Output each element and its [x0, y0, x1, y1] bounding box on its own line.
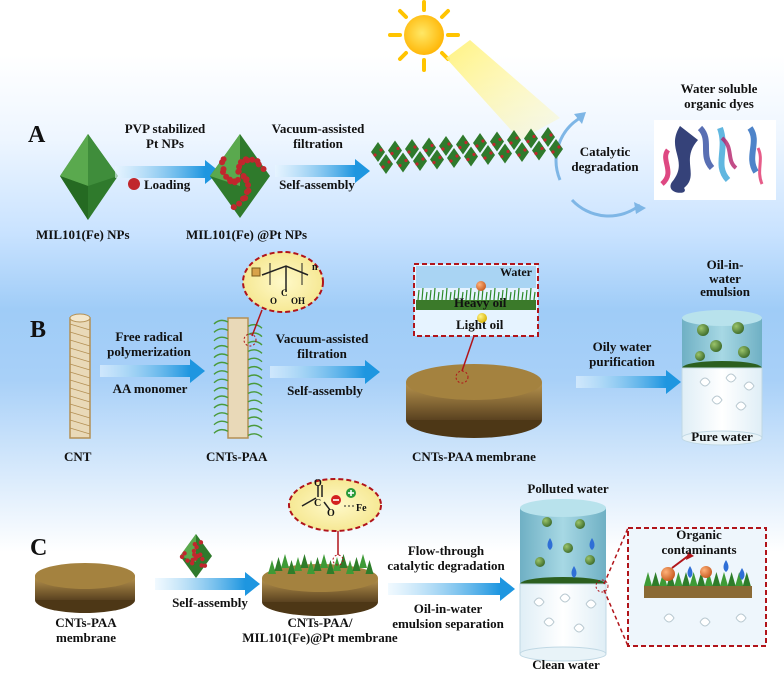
organic-dyes-icon [654, 120, 776, 200]
water-label: Water [500, 265, 532, 279]
light-oil-drop-icon [477, 313, 487, 323]
polluted-cylinder-icon [519, 499, 607, 662]
carboxylate-fe-callout [288, 478, 382, 532]
organic-contaminants-callout [627, 527, 767, 647]
arrow-b2-head [365, 360, 380, 384]
chem-o-b: O [270, 296, 278, 306]
cnt-label: CNT [64, 449, 92, 464]
composite-membrane-icon [262, 554, 378, 616]
light-beam [446, 40, 560, 140]
mil-pt-label: MIL101(Fe) @Pt NPs [186, 227, 308, 242]
chem-c-c: C [314, 498, 322, 509]
callout-target [332, 554, 344, 566]
composite-label: CNTs-PAA/MIL101(Fe)@Pt membrane [242, 615, 398, 645]
arrow-b3 [576, 376, 666, 388]
arrow-b3-head [666, 370, 681, 394]
oil-water-callout [413, 263, 539, 337]
light-oil-label: Light oil [456, 317, 504, 332]
cnt-tube-icon [69, 313, 91, 439]
paa-structure-callout [242, 251, 324, 313]
mil101-octahedron-icon [60, 134, 118, 220]
clean-label: Clean water [532, 657, 600, 672]
subscript-n: n [312, 262, 318, 273]
loading-label: Loading [144, 177, 191, 192]
arrow-a2 [275, 165, 355, 177]
mil101-membrane-icon [371, 127, 563, 174]
membrane-b-label: CNTs-PAA membrane [412, 449, 536, 464]
chem-c-b: C [281, 288, 288, 298]
pure-water-label: Pure water [691, 429, 753, 444]
arrow-a1-head [205, 160, 220, 184]
zoom-line [603, 527, 629, 585]
chem-oh-b: OH [291, 296, 306, 306]
cnts-paa-icon [213, 317, 263, 439]
cnts-paa-label: CNTs-PAA [206, 449, 268, 464]
chem-fe-c: Fe [356, 503, 367, 514]
cycle-arrowhead-icon [634, 202, 646, 214]
callout-target [595, 579, 609, 593]
sun-icon [388, 0, 460, 72]
self-assembly-b-label: Self-assembly [287, 383, 363, 398]
polluted-label: Polluted water [527, 481, 609, 496]
callout-target [243, 333, 257, 347]
self-assembly-a-label: Self-assembly [279, 177, 355, 192]
section-c-letter: C [30, 535, 48, 561]
section-a-letter: A [28, 122, 46, 148]
heavy-oil-drop-icon [476, 281, 486, 291]
callout-target [455, 370, 469, 384]
arrow-a1 [115, 166, 205, 178]
heavy-oil-label: Heavy oil [454, 295, 507, 310]
self-assembly-c-label: Self-assembly [172, 595, 248, 610]
callout-line [251, 309, 263, 337]
arrow-c2 [388, 583, 500, 595]
arrow-b2 [270, 366, 365, 378]
pt-loading-dot-icon [128, 178, 140, 190]
cnts-paa-membrane-c-icon [35, 563, 135, 613]
arrow-b1 [100, 365, 190, 377]
arrow-a2-head [355, 159, 370, 183]
mil-np-label: MIL101(Fe) NPs [36, 227, 130, 242]
chem-o-c: O [327, 508, 335, 519]
zoom-line [603, 589, 629, 647]
mil101-pt-small-icon [179, 534, 212, 578]
chem-o-top-c: O [314, 478, 322, 489]
arrow-c1 [155, 578, 245, 590]
callout-line [461, 335, 475, 372]
section-b-letter: B [30, 317, 47, 343]
cycle-arrowhead-icon [574, 112, 586, 124]
emulsion-cylinder-icon [681, 310, 763, 446]
arrow-c1-head [245, 572, 260, 596]
mil101-pt-icon [210, 134, 270, 218]
cnts-paa-membrane-icon [406, 364, 542, 438]
arrow-c2-head [500, 577, 515, 601]
aa-monomer-label: AA monomer [112, 381, 188, 396]
arrow-b1-head [190, 359, 205, 383]
